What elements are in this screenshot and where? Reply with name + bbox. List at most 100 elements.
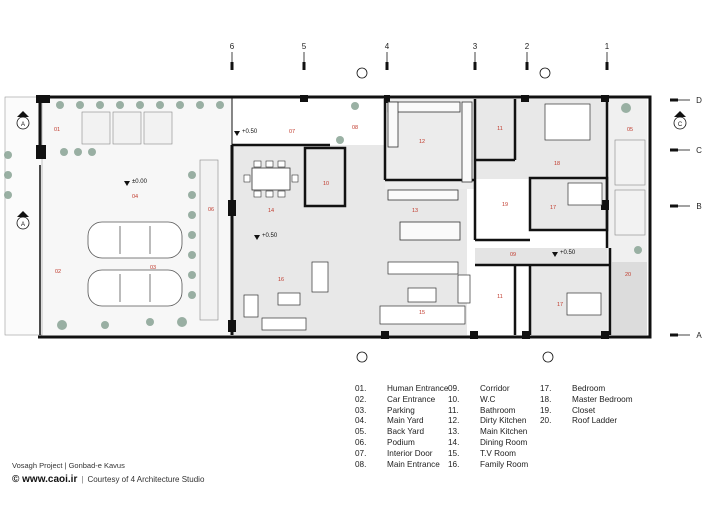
axis-label-d: D [696,96,702,105]
level-corridor: +0.50 [560,250,576,256]
legend-item: 18. Master Bedroom [540,395,633,406]
section-mark-a-upper: A [21,122,25,128]
credit-separator: | [81,475,84,484]
room-tag-20: 20 [625,272,631,278]
room-tag-09: 09 [510,252,516,258]
courtesy-text: Courtesy of 4 Architecture Studio [87,475,205,484]
legend-item: 19. Closet [540,406,633,417]
legend-item: 05.Back Yard [355,427,448,438]
axis-label-1: 1 [605,42,610,51]
legend-num: 06. [355,437,367,447]
legend-item: 03. Parking [355,406,448,417]
legend-name: Car Entrance [387,394,436,404]
yard-pavers [81,111,646,321]
axis-label-5: 5 [302,42,307,51]
room-tag-01: 01 [54,127,60,133]
legend-item: 13.Main Kitchen [448,427,528,438]
legend-num: 07. [355,448,367,458]
axis-label-3: 3 [473,42,478,51]
grid-axis-stubs [230,62,678,337]
room-tag-18: 18 [554,161,560,167]
interior-walls [232,99,612,335]
legend-name: Human Entrance [387,384,449,393]
columns [36,95,609,339]
axis-label-2: 2 [525,42,530,51]
legend-name: Back Yard [387,427,425,437]
axis-label-4: 4 [385,42,390,51]
room-tag-17-lower: 17 [557,302,563,308]
legend-num: 17. [540,384,552,393]
room-tag-05: 05 [627,127,633,133]
legend-item: 01. Human Entrance [355,384,448,395]
room-tag-16: 16 [278,277,284,283]
room-tag-02: 02 [55,269,61,275]
legend-item: 16. Family Room [448,460,528,471]
legend-column-1: 01. Human Entrance 02.Car Entrance 03. Par… [355,384,448,470]
corridor-floor [475,248,615,265]
legend-num: 14. [448,437,460,447]
room-tag-12: 12 [419,139,425,145]
legend-num: 16. [448,459,460,469]
section-markers: A A C [16,67,687,363]
section-mark-a-lower: A [21,222,25,228]
legend-name: Roof Ladder [572,416,618,426]
legend-name: Bathroom [480,405,516,415]
legend-item: 12.Dirty Kitchen [448,416,528,427]
room-tag-17-upper: 17 [550,205,556,211]
level-marker-icon [124,181,130,186]
legend-num: 01. [355,384,367,393]
sofas [243,261,471,331]
site-url[interactable]: © www.caoi.ir [12,474,78,485]
legend-item: 14.Dining Room [448,438,528,449]
legend-num: 19. [540,405,552,415]
legend-name: Main Entrance [387,459,440,469]
kitchen-counters [387,101,473,241]
room-tag-11: 11 [497,126,503,132]
kitchen-floor [385,99,475,189]
section-mark-c: C [678,122,683,128]
room-tag-15: 15 [419,310,425,316]
legend-name: Main Kitchen [480,427,528,437]
axis-label-b: B [696,202,701,211]
room-tag-04: 04 [132,194,138,200]
legend-name: Family Room [480,459,529,469]
legend-num: 18. [540,394,552,404]
legend-item: 10.W.C [448,395,528,406]
legend-name: Podium [387,437,415,447]
level-family: +0.50 [262,233,278,239]
legend-item: 20. Roof Ladder [540,416,633,427]
legend-num: 03. [355,405,367,415]
legend-num: 11. [448,405,459,415]
legend-name: Bedroom [572,384,606,393]
legend-name: Dirty Kitchen [480,416,527,426]
site-credit: © www.caoi.ir|Courtesy of 4 Architecture… [12,474,204,485]
room-tag-13: 13 [412,208,418,214]
level-marker-icon [552,252,558,257]
legend-item: 08.Main Entrance [355,460,448,471]
legend-num: 09. [448,384,460,393]
legend-item: 17. Bedroom [540,384,633,395]
axis-label-c: C [696,146,702,155]
axis-label-a: A [696,331,702,340]
legend-column-2: 09. Corridor 10.W.C 11. Bathroom 12.Dirty … [448,384,528,470]
plants [4,101,642,330]
legend-num: 10. [448,394,460,404]
legend-name: Master Bedroom [572,394,633,404]
legend-name: Parking [387,405,415,415]
legend-name: Closet [572,405,596,415]
legend-item: 02.Car Entrance [355,395,448,406]
parked-cars [87,221,183,307]
legend-num: 20. [540,416,552,426]
outer-walls [38,95,652,339]
legend-name: Main Yard [387,416,424,426]
legend-item: 04.Main Yard [355,416,448,427]
level-yard: ±0.00 [132,179,148,185]
room-tag-11-lower: 11 [497,294,503,300]
room-tag-06: 06 [208,207,214,213]
beds [544,103,603,316]
project-credit: Vosagh Project | Gonbad-e Kavus [12,461,125,470]
legend-name: Corridor [480,384,510,393]
room-tag-14: 14 [268,208,274,214]
dining-table [243,160,299,198]
